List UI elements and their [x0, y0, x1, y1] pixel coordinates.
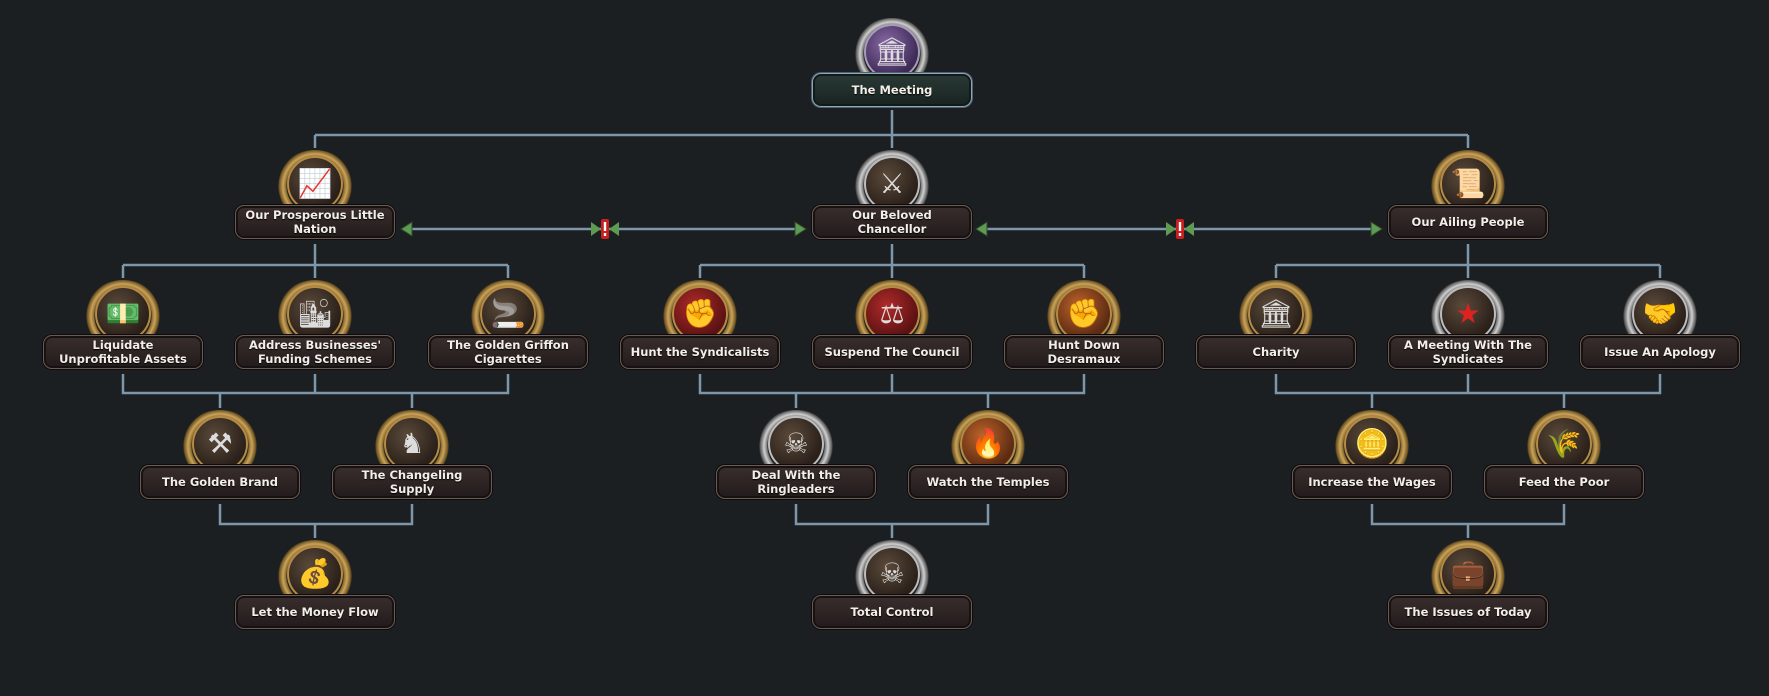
focus-label: Hunt Down Desramaux — [1004, 335, 1164, 369]
focus-our-prosperous-little-nation[interactable]: 📈Our Prosperous Little Nation — [235, 150, 395, 240]
focus-the-meeting[interactable]: 🏛The Meeting — [812, 18, 972, 108]
exclusive-arrow-right-icon — [794, 221, 807, 237]
focus-label: The Issues of Today — [1388, 595, 1548, 629]
focus-hunt-the-syndicalists[interactable]: ✊Hunt the Syndicalists — [620, 280, 780, 370]
council-building-icon: 🏛 — [864, 24, 920, 80]
chancellor-emblem-icon: ⚔ — [864, 156, 920, 212]
red-star-icon: ★ — [1440, 286, 1496, 342]
focus-watch-the-temples[interactable]: 🔥Watch the Temples — [908, 410, 1068, 500]
focus-address-businesses-funding-schemes[interactable]: 🏙Address Businesses' Funding Schemes — [235, 280, 395, 370]
focus-deal-with-the-ringleaders[interactable]: ☠Deal With the Ringleaders — [716, 410, 876, 500]
phoenix-icon: 🔥 — [960, 416, 1016, 472]
focus-our-beloved-chancellor[interactable]: ⚔Our Beloved Chancellor — [812, 150, 972, 240]
focus-charity[interactable]: 🏛Charity — [1196, 280, 1356, 370]
focus-label: Hunt the Syndicalists — [620, 335, 780, 369]
changeling-portrait-icon: ♞ — [384, 416, 440, 472]
focus-issue-an-apology[interactable]: 🤝Issue An Apology — [1580, 280, 1740, 370]
bank-grain-icon: 🌾 — [1536, 416, 1592, 472]
gavel-icon: ⚖ — [864, 286, 920, 342]
focus-label: Suspend The Council — [812, 335, 972, 369]
city-skyline-icon: 🏙 — [287, 286, 343, 342]
document-icon: 📜 — [1440, 156, 1496, 212]
focus-label: Feed the Poor — [1484, 465, 1644, 499]
coins-document-icon: 🪙 — [1344, 416, 1400, 472]
armored-fist-icon: ✊ — [672, 286, 728, 342]
focus-label: The Golden Griffon Cigarettes — [428, 335, 588, 369]
focus-label: Our Prosperous Little Nation — [235, 205, 395, 239]
focus-label: Increase the Wages — [1292, 465, 1452, 499]
mutually-exclusive-icon — [591, 219, 619, 239]
focus-the-issues-of-today[interactable]: 💼The Issues of Today — [1388, 540, 1548, 630]
exclusive-arrow-left-icon — [975, 221, 988, 237]
mutually-exclusive-icon — [1166, 219, 1194, 239]
focus-label: Our Ailing People — [1388, 205, 1548, 239]
focus-badge: 🏙 — [275, 280, 355, 352]
focus-suspend-the-council[interactable]: ⚖Suspend The Council — [812, 280, 972, 370]
focus-label: Address Businesses' Funding Schemes — [235, 335, 395, 369]
gold-bars-chart-icon: 📈 — [287, 156, 343, 212]
focus-total-control[interactable]: ☠Total Control — [812, 540, 972, 630]
focus-the-golden-griffon-cigarettes[interactable]: 🚬The Golden Griffon Cigarettes — [428, 280, 588, 370]
cigarette-pack-icon: 🚬 — [480, 286, 536, 342]
handshake-icon: 🤝 — [1632, 286, 1688, 342]
exclusive-arrow-left-icon — [400, 221, 413, 237]
temple-icon: 🏛 — [1248, 286, 1304, 342]
focus-hunt-down-desramaux[interactable]: ✊Hunt Down Desramaux — [1004, 280, 1164, 370]
focus-label: The Changeling Supply — [332, 465, 492, 499]
focus-badge: 💰 — [275, 540, 355, 612]
focus-label: A Meeting With The Syndicates — [1388, 335, 1548, 369]
crossed-hammers-icon: ⚒ — [192, 416, 248, 472]
focus-the-changeling-supply[interactable]: ♞The Changeling Supply — [332, 410, 492, 500]
focus-label: The Meeting — [812, 73, 972, 107]
focus-let-the-money-flow[interactable]: 💰Let the Money Flow — [235, 540, 395, 630]
gold-bars-icon: 💰 — [287, 546, 343, 602]
skull-eagle-icon: ☠ — [864, 546, 920, 602]
focus-increase-the-wages[interactable]: 🪙Increase the Wages — [1292, 410, 1452, 500]
focus-label: Liquidate Unprofitable Assets — [43, 335, 203, 369]
armored-fist-icon: ✊ — [1056, 286, 1112, 342]
focus-liquidate-unprofitable-assets[interactable]: 💵Liquidate Unprofitable Assets — [43, 280, 203, 370]
focus-label: Watch the Temples — [908, 465, 1068, 499]
focus-label: Our Beloved Chancellor — [812, 205, 972, 239]
focus-the-golden-brand[interactable]: ⚒The Golden Brand — [140, 410, 300, 500]
exclusive-arrow-right-icon — [1370, 221, 1383, 237]
focus-label: Total Control — [812, 595, 972, 629]
focus-label: Charity — [1196, 335, 1356, 369]
money-stack-icon: 💵 — [95, 286, 151, 342]
focus-label: Deal With the Ringleaders — [716, 465, 876, 499]
focus-label: The Golden Brand — [140, 465, 300, 499]
focus-label: Let the Money Flow — [235, 595, 395, 629]
focus-a-meeting-with-the-syndicates[interactable]: ★A Meeting With The Syndicates — [1388, 280, 1548, 370]
focus-feed-the-poor[interactable]: 🌾Feed the Poor — [1484, 410, 1644, 500]
focus-our-ailing-people[interactable]: 📜Our Ailing People — [1388, 150, 1548, 240]
skull-icon: ☠ — [768, 416, 824, 472]
focus-label: Issue An Apology — [1580, 335, 1740, 369]
briefcase-icon: 💼 — [1440, 546, 1496, 602]
